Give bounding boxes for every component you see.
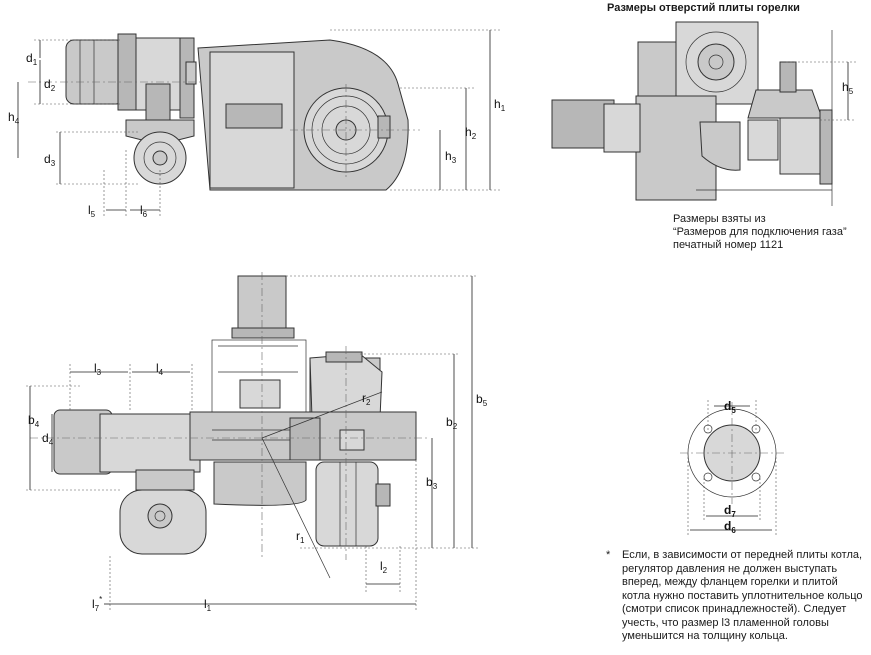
label-b2: b2 <box>446 415 458 431</box>
label-h4: h4 <box>8 110 20 126</box>
label-d3: d3 <box>44 152 56 168</box>
label-d2: d2 <box>44 77 56 93</box>
source-note-line1: Размеры взяты из <box>673 213 766 225</box>
label-l7: l7* <box>92 595 102 613</box>
label-h2: h2 <box>465 125 477 141</box>
label-b3: b3 <box>426 475 438 491</box>
label-r2: r2 <box>362 391 371 407</box>
source-note: Размеры взяты из “Размеров для подключен… <box>673 213 847 252</box>
label-r1: r1 <box>296 529 305 545</box>
label-d4: d4 <box>42 431 54 447</box>
label-d6: d6 <box>724 519 736 535</box>
label-d5: d5 <box>724 399 736 415</box>
footnote-marker: * <box>606 549 611 561</box>
flange-hole-detail <box>680 400 786 536</box>
source-note-line3: печатный номер 1121 <box>673 239 784 251</box>
label-b4: b4 <box>28 413 40 429</box>
label-b5: b5 <box>476 392 488 408</box>
label-h3: h3 <box>445 149 457 165</box>
label-l6: l6 <box>140 203 148 219</box>
label-l4: l4 <box>156 361 164 377</box>
source-note-line2: “Размеров для подключения газа” <box>673 226 847 238</box>
top-view-dimensions <box>26 275 478 612</box>
label-h1: h1 <box>494 97 506 113</box>
label-d7: d7 <box>724 503 736 519</box>
page-title: Размеры отверстий плиты горелки <box>607 2 800 14</box>
side-view <box>28 33 420 191</box>
footnote-text: Если, в зависимости от передней плиты ко… <box>622 549 863 642</box>
label-l5: l5 <box>88 203 96 219</box>
label-d1: d1 <box>26 51 38 67</box>
label-h5: h5 <box>842 80 854 96</box>
side-view-dimensions <box>17 29 500 216</box>
footnote: * Если, в зависимости от передней плиты … <box>606 549 868 644</box>
top-view <box>30 272 430 579</box>
label-l1: l1 <box>204 597 212 613</box>
dimension-labels: d1 d2 h4 d3 l5 l6 h1 h2 h3 h5 l3 l4 b4 d… <box>8 51 854 613</box>
label-l2: l2 <box>380 559 388 575</box>
label-l3: l3 <box>94 361 102 377</box>
front-view <box>551 21 833 206</box>
front-view-dimensions <box>786 61 856 121</box>
